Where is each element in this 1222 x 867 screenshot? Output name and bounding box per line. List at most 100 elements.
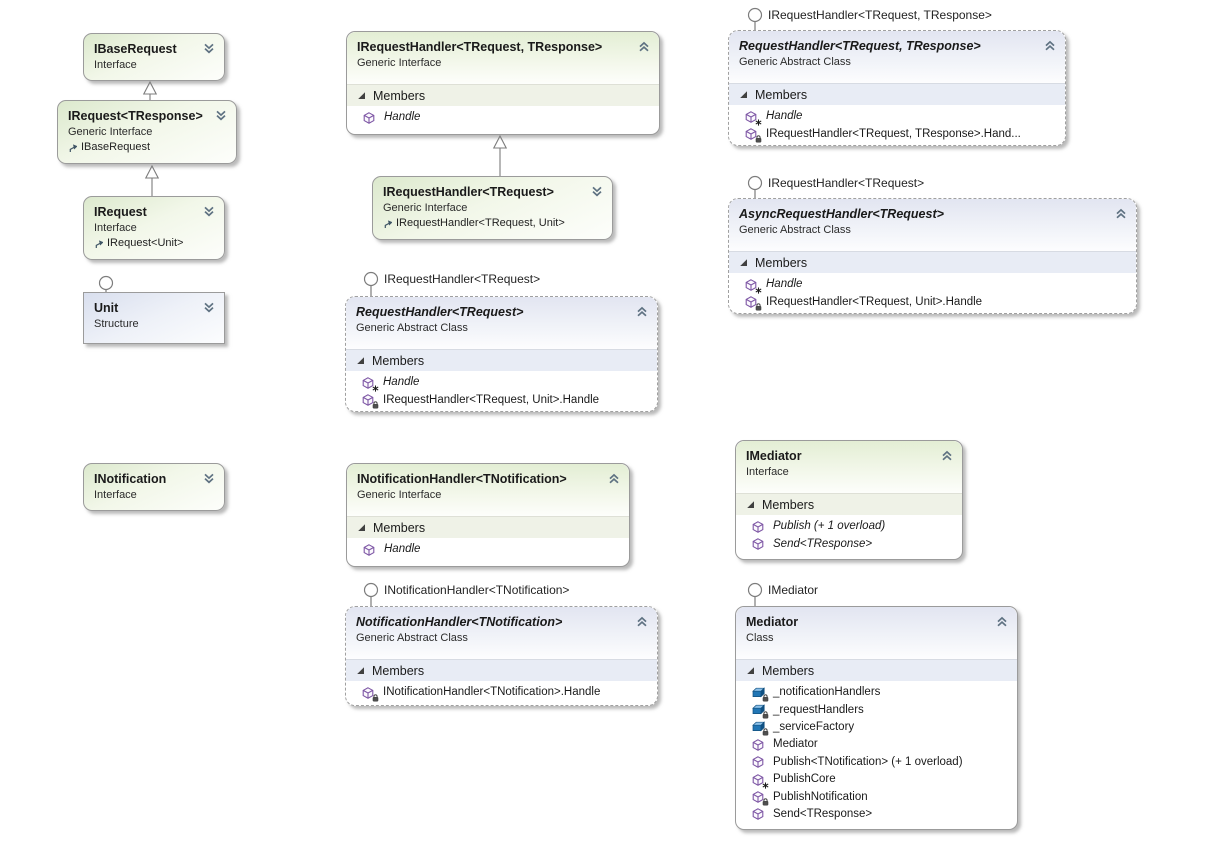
class-box-asyncrequesthandler[interactable]: AsyncRequestHandler<TRequest> Generic Ab… [728, 198, 1137, 314]
base-type-label: IRequest<Unit> [107, 237, 184, 249]
expander-triangle-icon[interactable] [746, 500, 755, 509]
inherits-arrow-icon [384, 219, 392, 228]
class-box-requesthandler2[interactable]: RequestHandler<TRequest, TResponse> Gene… [728, 30, 1066, 146]
expander-triangle-icon[interactable] [739, 258, 748, 267]
lollipop-label: IRequestHandler<TRequest> [384, 272, 541, 286]
member-label: INotificationHandler<TNotification>.Hand… [383, 686, 601, 699]
member-row[interactable]: Mediator [736, 736, 1017, 753]
expander-triangle-icon[interactable] [739, 90, 748, 99]
lollipop-interface-connector-notificationhandler[interactable] [363, 582, 379, 607]
box-title: Unit [94, 301, 119, 315]
box-title: RequestHandler<TRequest, TResponse> [739, 39, 981, 53]
class-box-inotificationhandler[interactable]: INotificationHandler<TNotification> Gene… [346, 463, 630, 567]
lollipop-interface-connector-mediator[interactable] [747, 582, 763, 607]
member-row[interactable]: INotificationHandler<TNotification>.Hand… [346, 684, 657, 702]
class-box-irequest-generic[interactable]: IRequest<TResponse> Generic Interface IB… [57, 100, 237, 164]
member-row[interactable]: Publish (+ 1 overload) [736, 518, 962, 535]
class-box-unit[interactable]: Unit Structure [83, 292, 225, 344]
class-box-irequesthandler1[interactable]: IRequestHandler<TRequest> Generic Interf… [372, 176, 613, 240]
lollipop-interface-connector-requesthandler1[interactable] [363, 271, 379, 298]
method-private-icon [745, 296, 762, 311]
member-row[interactable]: Handle [346, 374, 657, 392]
member-label: PublishCore [773, 773, 836, 786]
expand-chevron-icon[interactable] [214, 109, 228, 122]
expander-triangle-icon[interactable] [357, 91, 366, 100]
member-row[interactable]: Handle [729, 276, 1136, 294]
inheritance-connector-irequest-irequestgeneric[interactable] [144, 165, 160, 197]
inheritance-connector-irequesthandler1-irequesthandler2[interactable] [492, 135, 508, 177]
member-row[interactable]: IRequestHandler<TRequest, TResponse>.Han… [729, 125, 1065, 143]
member-row[interactable]: _serviceFactory [736, 719, 1017, 737]
member-row[interactable]: Handle [729, 108, 1065, 126]
lollipop-interface-connector-requesthandler2[interactable] [747, 7, 763, 31]
box-kind-label: Class [746, 632, 774, 644]
member-row[interactable]: PublishNotification [736, 788, 1017, 806]
inherits-arrow-icon [69, 143, 77, 152]
class-box-irequesthandler2[interactable]: IRequestHandler<TRequest, TResponse> Gen… [346, 31, 660, 135]
members-section-header[interactable]: Members [736, 493, 962, 515]
members-label: Members [762, 497, 815, 512]
collapse-chevron-icon[interactable] [607, 472, 621, 485]
member-label: Handle [766, 110, 803, 123]
expand-chevron-icon[interactable] [202, 472, 216, 485]
member-row[interactable]: Publish<TNotification> (+ 1 overload) [736, 754, 1017, 771]
expand-chevron-icon[interactable] [202, 205, 216, 218]
class-box-irequest[interactable]: IRequest Interface IRequest<Unit> [83, 196, 225, 260]
members-section-header[interactable]: Members [346, 349, 657, 371]
box-title: Mediator [746, 615, 799, 629]
member-row[interactable]: IRequestHandler<TRequest, Unit>.Handle [729, 293, 1136, 311]
class-box-mediator[interactable]: Mediator Class Members _notificationHand… [735, 606, 1018, 830]
member-label: IRequestHandler<TRequest, Unit>.Handle [766, 295, 983, 308]
box-kind-label: Generic Abstract Class [356, 632, 468, 644]
lollipop-interface-connector-asyncrequesthandler[interactable] [747, 175, 763, 199]
member-row[interactable]: _notificationHandlers [736, 684, 1017, 702]
collapse-chevron-icon[interactable] [1043, 39, 1057, 52]
members-section-header[interactable]: Members [736, 659, 1017, 681]
collapse-chevron-icon[interactable] [940, 449, 954, 462]
expand-chevron-icon[interactable] [590, 185, 604, 198]
member-row[interactable]: Handle [347, 541, 629, 558]
collapse-chevron-icon[interactable] [635, 615, 649, 628]
box-kind-label: Generic Interface [383, 202, 468, 214]
member-label: Handle [766, 278, 803, 291]
member-row[interactable]: Send<TResponse> [736, 535, 962, 552]
collapse-chevron-icon[interactable] [635, 305, 649, 318]
expander-triangle-icon[interactable] [746, 666, 755, 675]
inheritance-connector-irequestgeneric-ibaserequest[interactable] [142, 81, 158, 101]
members-section-header[interactable]: Members [347, 516, 629, 538]
lollipop-interface-connector-unit[interactable] [98, 275, 114, 293]
member-row[interactable]: Send<TResponse> [736, 806, 1017, 823]
expander-triangle-icon[interactable] [357, 523, 366, 532]
member-row[interactable]: IRequestHandler<TRequest, Unit>.Handle [346, 391, 657, 409]
members-section-header[interactable]: Members [729, 83, 1065, 105]
members-section-header[interactable]: Members [346, 659, 657, 681]
collapse-chevron-icon[interactable] [637, 40, 651, 53]
method-private-icon [362, 686, 379, 702]
members-label: Members [372, 663, 425, 678]
class-box-ibaserequest[interactable]: IBaseRequest Interface [83, 33, 225, 81]
class-box-requesthandler1[interactable]: RequestHandler<TRequest> Generic Abstrac… [345, 296, 658, 412]
expander-triangle-icon[interactable] [356, 356, 365, 365]
expand-chevron-icon[interactable] [202, 42, 216, 55]
member-row[interactable]: _requestHandlers [736, 701, 1017, 719]
member-label: _serviceFactory [773, 720, 855, 733]
box-title: IRequestHandler<TRequest> [383, 185, 554, 199]
box-kind-label: Generic Abstract Class [739, 56, 851, 68]
class-box-imediator[interactable]: IMediator Interface Members Publish (+ 1… [735, 440, 963, 560]
member-row[interactable]: PublishCore [736, 771, 1017, 789]
class-box-notificationhandler[interactable]: NotificationHandler<TNotification> Gener… [345, 606, 658, 706]
member-row[interactable]: Handle [347, 109, 659, 126]
member-label: Publish<TNotification> (+ 1 overload) [773, 755, 963, 768]
class-box-inotification[interactable]: INotification Interface [83, 463, 225, 511]
collapse-chevron-icon[interactable] [995, 615, 1009, 628]
members-section-header[interactable]: Members [347, 84, 659, 106]
member-label: Send<TResponse> [773, 807, 873, 820]
collapse-chevron-icon[interactable] [1114, 207, 1128, 220]
expander-triangle-icon[interactable] [356, 666, 365, 675]
expand-chevron-icon[interactable] [202, 301, 216, 314]
method-public-icon [752, 756, 765, 769]
method-protected-icon [745, 110, 762, 126]
method-public-icon [752, 808, 765, 821]
members-section-header[interactable]: Members [729, 251, 1136, 273]
